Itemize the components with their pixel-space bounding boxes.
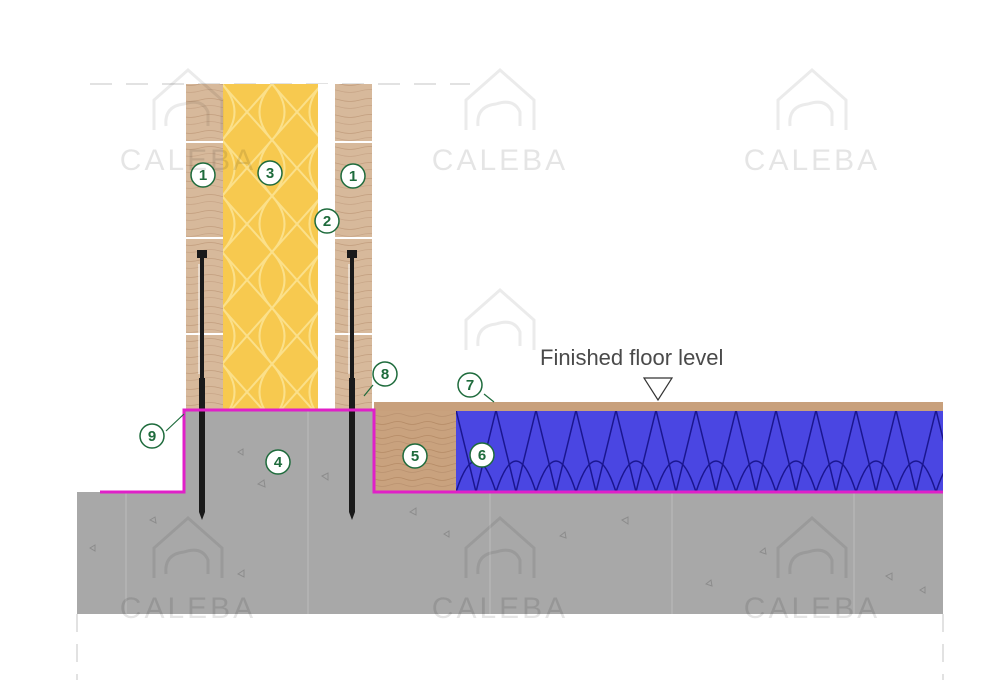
watermark-logo-icon — [464, 287, 536, 350]
callout-1b: 1 — [340, 163, 366, 189]
callout-8: 8 — [372, 361, 398, 387]
floor-level-marker-icon — [642, 377, 674, 402]
wall-insulation — [223, 84, 318, 410]
svg-text:2: 2 — [323, 213, 331, 230]
callout-4: 4 — [265, 449, 291, 475]
watermark-logo-icon: CALEBA — [432, 515, 568, 625]
aggregate-marks — [89, 448, 926, 594]
watermark-text: CALEBA — [432, 592, 568, 625]
callout-1a: 1 — [190, 162, 216, 188]
svg-text:3: 3 — [266, 165, 274, 182]
damp-proof-membrane — [100, 408, 943, 494]
concrete-slab — [77, 492, 943, 614]
leader-lines — [165, 384, 495, 432]
timber-board-inner — [186, 84, 223, 410]
watermark-logo-icon: CALEBA — [744, 515, 880, 625]
svg-text:7: 7 — [466, 377, 474, 394]
callout-6: 6 — [469, 442, 495, 468]
callout-5: 5 — [402, 443, 428, 469]
callout-2: 2 — [314, 208, 340, 234]
watermark-logo-icon: CALEBA — [120, 67, 256, 177]
callout-9: 9 — [139, 423, 165, 449]
callout-3: 3 — [257, 160, 283, 186]
svg-text:9: 9 — [148, 428, 156, 445]
watermark-layer: CALEBA CALEBA CALEBA CALEBA CALEBA CALEBA — [120, 67, 880, 625]
watermark-text: CALEBA — [744, 144, 880, 177]
floor-boarding — [374, 402, 943, 411]
anchor-bolt-left — [197, 250, 207, 520]
watermark-text: CALEBA — [120, 592, 256, 625]
watermark-text: CALEBA — [120, 144, 256, 177]
watermark-logo-icon: CALEBA — [120, 515, 256, 625]
svg-text:6: 6 — [478, 447, 486, 464]
svg-text:5: 5 — [411, 448, 419, 465]
watermark-text: CALEBA — [744, 592, 880, 625]
ventilation-cavity — [318, 84, 335, 410]
anchor-bolt-right — [347, 250, 357, 520]
svg-text:1: 1 — [199, 167, 207, 184]
svg-text:8: 8 — [381, 366, 389, 383]
floor-insulation — [456, 410, 943, 492]
watermark-logo-icon: CALEBA — [744, 67, 880, 177]
floor-level-label: Finished floor level — [540, 345, 723, 370]
watermark-logo-icon: CALEBA — [432, 67, 568, 177]
callout-7: 7 — [457, 372, 483, 398]
watermark-text: CALEBA — [432, 144, 568, 177]
svg-text:4: 4 — [274, 454, 283, 471]
svg-text:1: 1 — [349, 168, 357, 185]
